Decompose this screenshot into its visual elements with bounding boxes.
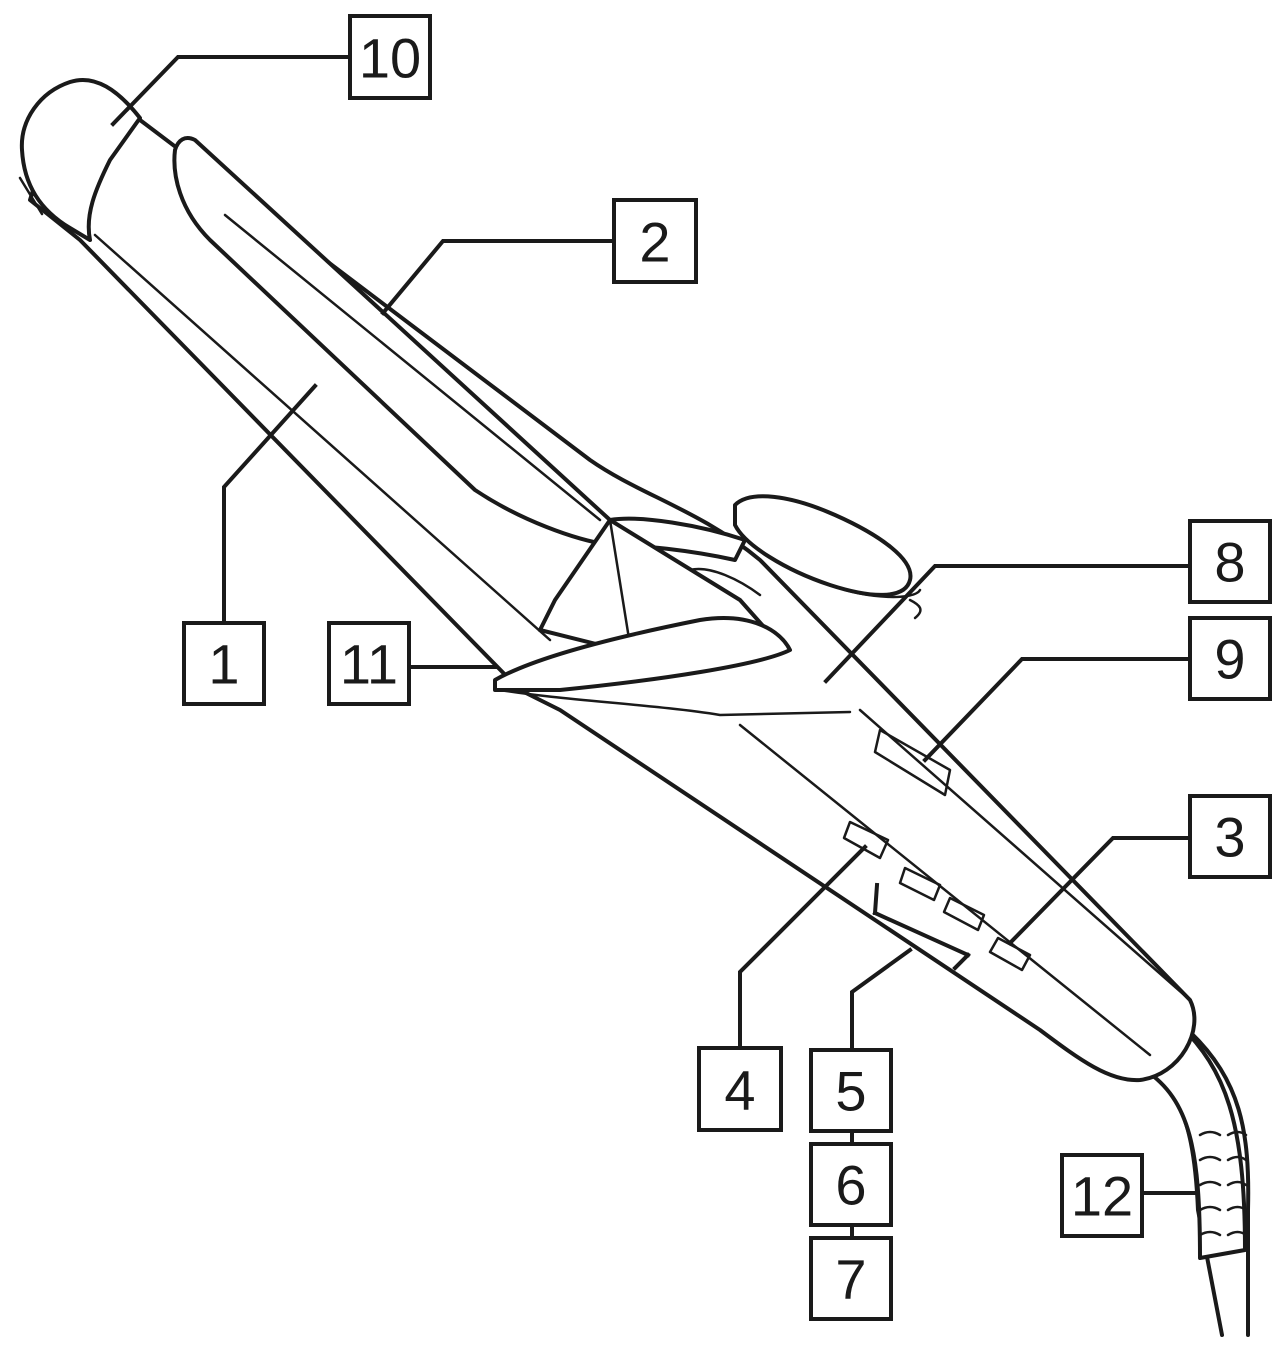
callout-label: 10 [359,27,421,90]
callout-5: 5 [809,1048,893,1133]
callout-4: 4 [697,1046,783,1132]
callout-label: 4 [724,1059,755,1122]
callout-11: 11 [327,621,411,706]
callout-6: 6 [809,1142,893,1227]
callout-2: 2 [612,198,698,284]
callout-12: 12 [1060,1153,1144,1238]
callout-label: 7 [835,1248,866,1311]
callout-label: 8 [1214,531,1245,594]
temp-down-button[interactable] [942,896,986,932]
callout-10: 10 [348,14,432,100]
curling-iron-illustration [18,77,1251,1337]
callout-label: 2 [639,211,670,274]
callout-label: 9 [1214,628,1245,691]
callout-1: 1 [182,621,266,706]
callout-3: 3 [1188,794,1272,879]
temp-up-button[interactable] [898,866,942,902]
clamp-lever [733,494,913,597]
cord-strain-relief [1143,1023,1248,1260]
callout-7: 7 [809,1236,893,1321]
callout-label: 3 [1214,806,1245,869]
callout-9: 9 [1188,616,1272,701]
stand [493,616,792,692]
callout-8: 8 [1188,519,1272,604]
leader-lines [110,55,1198,1240]
callout-label: 1 [208,633,239,696]
callout-label: 12 [1071,1165,1133,1228]
callout-label: 11 [340,633,398,696]
callout-label: 5 [835,1060,866,1123]
callout-label: 6 [835,1154,866,1217]
